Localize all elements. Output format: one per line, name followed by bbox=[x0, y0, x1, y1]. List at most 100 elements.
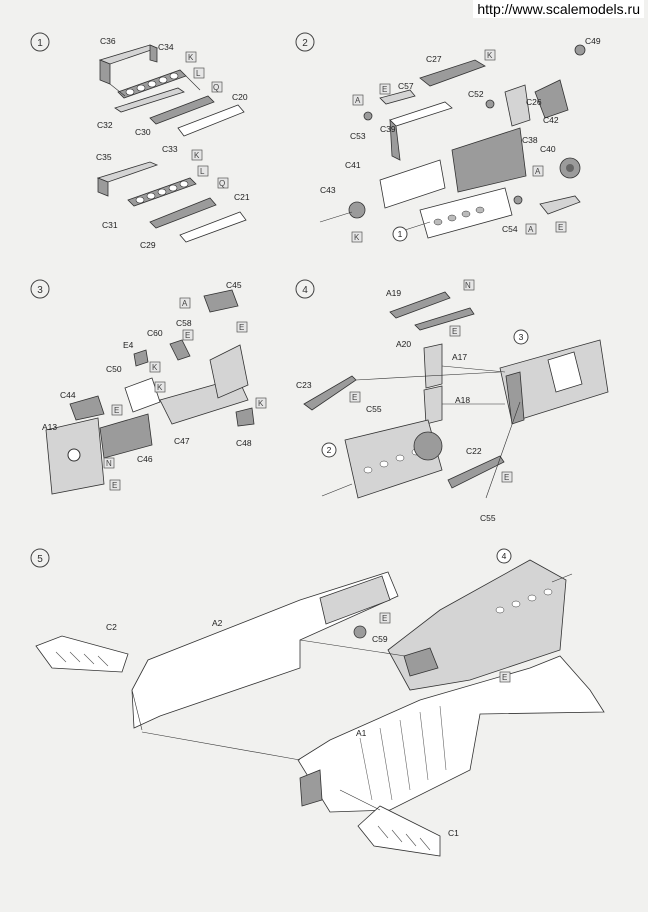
svg-text:3: 3 bbox=[519, 332, 524, 342]
seat-back bbox=[209, 344, 249, 399]
svg-text:Q: Q bbox=[219, 179, 225, 188]
step-2-marker: 2 bbox=[295, 32, 315, 52]
svg-text:E: E bbox=[502, 673, 507, 682]
svg-text:C46: C46 bbox=[137, 454, 153, 464]
part-c43 bbox=[348, 201, 366, 219]
svg-text:2: 2 bbox=[302, 38, 308, 49]
step-3-diagram: C45 C58 C60 E4 C50 C44 A13 C46 C47 C48 A… bbox=[42, 280, 267, 495]
part-c41 bbox=[379, 159, 446, 209]
svg-text:C50: C50 bbox=[106, 364, 122, 374]
svg-text:C48: C48 bbox=[236, 438, 252, 448]
svg-text:K: K bbox=[354, 233, 360, 242]
svg-text:K: K bbox=[152, 363, 158, 372]
part-c23 bbox=[303, 375, 357, 411]
svg-text:A1: A1 bbox=[356, 728, 367, 738]
svg-text:L: L bbox=[200, 167, 205, 176]
part-c21 bbox=[179, 211, 247, 243]
part-a18 bbox=[423, 385, 443, 425]
part-c20 bbox=[177, 104, 245, 137]
svg-text:C59: C59 bbox=[372, 634, 388, 644]
svg-text:A13: A13 bbox=[42, 422, 57, 432]
part-c32 bbox=[114, 87, 185, 113]
svg-text:C26: C26 bbox=[526, 97, 542, 107]
svg-text:C22: C22 bbox=[466, 446, 482, 456]
part-c50 bbox=[124, 377, 161, 413]
part-a19 bbox=[389, 291, 451, 319]
part-c42 bbox=[534, 79, 569, 119]
svg-text:A: A bbox=[182, 299, 188, 308]
svg-text:C44: C44 bbox=[60, 390, 76, 400]
svg-text:4: 4 bbox=[502, 551, 507, 561]
svg-text:C42: C42 bbox=[543, 115, 559, 125]
svg-text:C41: C41 bbox=[345, 160, 361, 170]
svg-text:K: K bbox=[487, 51, 493, 60]
svg-text:E: E bbox=[185, 331, 190, 340]
svg-text:C55: C55 bbox=[366, 404, 382, 414]
svg-text:E: E bbox=[352, 393, 357, 402]
svg-text:C36: C36 bbox=[100, 36, 116, 46]
svg-text:C30: C30 bbox=[135, 127, 151, 137]
svg-text:C29: C29 bbox=[140, 240, 156, 250]
step-3-marker: 3 bbox=[30, 279, 50, 299]
svg-text:K: K bbox=[258, 399, 264, 408]
part-e4 bbox=[133, 349, 149, 367]
part-c57 bbox=[379, 89, 416, 105]
part-c22 bbox=[447, 455, 505, 489]
part-c60 bbox=[169, 339, 191, 361]
part-c36 bbox=[98, 44, 159, 65]
svg-text:4: 4 bbox=[302, 285, 308, 296]
svg-text:C43: C43 bbox=[320, 185, 336, 195]
svg-text:A2: A2 bbox=[212, 618, 223, 628]
step-1-marker: 1 bbox=[30, 32, 50, 52]
svg-text:C58: C58 bbox=[176, 318, 192, 328]
svg-text:C40: C40 bbox=[540, 144, 556, 154]
part-c26 bbox=[504, 84, 531, 127]
part-c48 bbox=[235, 407, 255, 427]
svg-text:K: K bbox=[188, 53, 194, 62]
part-c1 bbox=[357, 805, 441, 857]
svg-text:A: A bbox=[355, 96, 361, 105]
svg-text:C34: C34 bbox=[158, 42, 174, 52]
part-c35 bbox=[96, 161, 159, 183]
svg-text:3: 3 bbox=[37, 285, 43, 296]
svg-text:C55: C55 bbox=[480, 513, 496, 523]
svg-text:L: L bbox=[196, 69, 201, 78]
svg-text:Q: Q bbox=[213, 83, 219, 92]
svg-text:C1: C1 bbox=[448, 828, 459, 838]
part-c30 bbox=[149, 95, 215, 125]
svg-text:N: N bbox=[106, 459, 112, 468]
svg-text:C32: C32 bbox=[97, 120, 113, 130]
part-a20 bbox=[414, 307, 475, 331]
part-c29 bbox=[149, 197, 217, 229]
svg-text:E: E bbox=[504, 473, 509, 482]
step-4-marker: 4 bbox=[295, 279, 315, 299]
svg-text:C49: C49 bbox=[585, 36, 601, 46]
part-c-right bbox=[539, 195, 581, 215]
svg-text:E: E bbox=[239, 323, 244, 332]
svg-text:1: 1 bbox=[398, 229, 403, 239]
watermark-url: http://www.scalemodels.ru bbox=[473, 0, 644, 18]
step-5-diagram: C2 A2 C59 A1 C1 E E 4 bbox=[35, 548, 605, 857]
svg-text:E: E bbox=[112, 481, 117, 490]
part-c39 bbox=[389, 101, 453, 127]
svg-text:K: K bbox=[194, 151, 200, 160]
svg-text:C27: C27 bbox=[426, 54, 442, 64]
svg-text:C33: C33 bbox=[162, 144, 178, 154]
svg-text:C60: C60 bbox=[147, 328, 163, 338]
svg-text:C45: C45 bbox=[226, 280, 242, 290]
svg-text:A: A bbox=[535, 167, 541, 176]
part-a17 bbox=[423, 343, 443, 389]
step-2-diagram: C27 C49 C57 C53 C52 C26 C42 C39 C38 C40 … bbox=[319, 36, 601, 243]
svg-text:A: A bbox=[528, 225, 534, 234]
svg-text:5: 5 bbox=[37, 554, 43, 565]
svg-text:N: N bbox=[465, 281, 471, 290]
svg-text:C52: C52 bbox=[468, 89, 484, 99]
svg-text:1: 1 bbox=[37, 38, 43, 49]
svg-text:C47: C47 bbox=[174, 436, 190, 446]
svg-text:C54: C54 bbox=[502, 224, 518, 234]
svg-text:C35: C35 bbox=[96, 152, 112, 162]
step-5-marker: 5 bbox=[30, 548, 50, 568]
svg-text:C20: C20 bbox=[232, 92, 248, 102]
svg-text:E4: E4 bbox=[123, 340, 134, 350]
